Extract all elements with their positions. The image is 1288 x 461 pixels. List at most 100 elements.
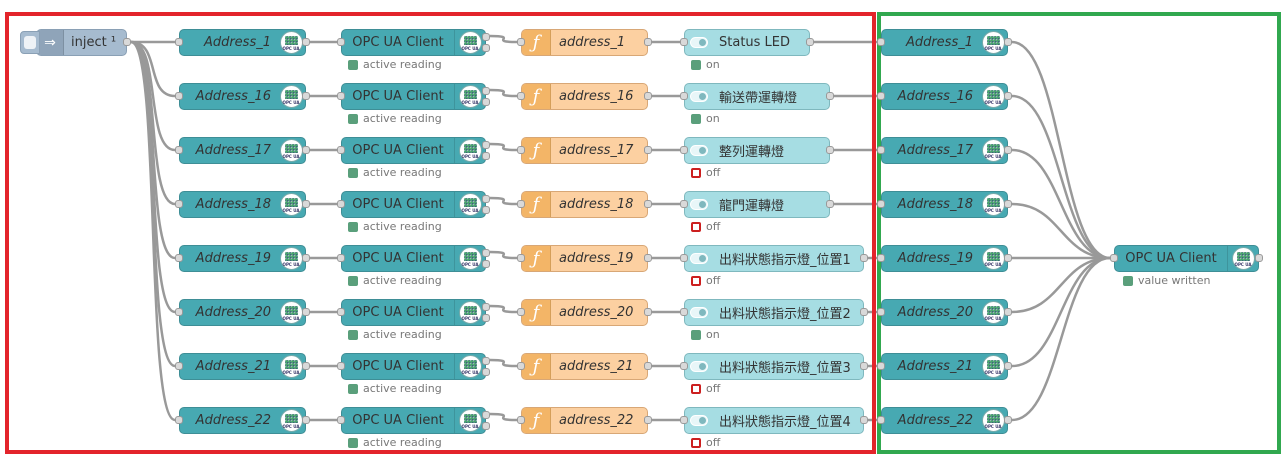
ui-led-node[interactable]: 出料狀態指示燈_位置3 bbox=[680, 353, 868, 380]
address-output-port[interactable] bbox=[302, 146, 310, 154]
writer-input-port[interactable] bbox=[1110, 254, 1118, 262]
address-node[interactable]: Address_1 OPC UA bbox=[175, 29, 310, 56]
client-to-function-wire[interactable] bbox=[489, 34, 518, 44]
write-address-input-port[interactable] bbox=[877, 254, 885, 262]
address-input-port[interactable] bbox=[175, 146, 183, 154]
ui-input-port[interactable] bbox=[680, 416, 688, 424]
ui-output-port[interactable] bbox=[806, 38, 814, 46]
address-node[interactable]: Address_19 OPC UA bbox=[175, 245, 310, 272]
opc-ua-client-read-node[interactable]: OPC UA Client OPC UA bbox=[337, 191, 490, 218]
client-output-port[interactable] bbox=[482, 33, 490, 41]
write-address-output-port[interactable] bbox=[1004, 254, 1012, 262]
function-output-port[interactable] bbox=[644, 38, 652, 46]
writer-output-port[interactable] bbox=[1255, 254, 1263, 262]
client-output-port-2[interactable] bbox=[482, 422, 490, 430]
function-input-port[interactable] bbox=[517, 308, 525, 316]
write-address-input-port[interactable] bbox=[877, 200, 885, 208]
write-address-to-writer-wire[interactable] bbox=[1011, 256, 1111, 422]
function-node[interactable]: ƒ address_20 bbox=[517, 299, 652, 326]
address-node[interactable]: Address_22 OPC UA bbox=[175, 407, 310, 434]
opc-ua-client-writer-node[interactable]: OPC UA Client OPC UA bbox=[1110, 245, 1263, 272]
client-input-port[interactable] bbox=[337, 308, 345, 316]
ui-output-port[interactable] bbox=[826, 200, 834, 208]
function-output-port[interactable] bbox=[644, 254, 652, 262]
address-output-port[interactable] bbox=[302, 38, 310, 46]
opc-ua-client-read-node[interactable]: OPC UA Client OPC UA bbox=[337, 29, 490, 56]
ui-led-node[interactable]: 出料狀態指示燈_位置1 bbox=[680, 245, 868, 272]
inject-output-port[interactable] bbox=[123, 38, 131, 46]
write-address-input-port[interactable] bbox=[877, 362, 885, 370]
address-node[interactable]: Address_21 OPC UA bbox=[175, 353, 310, 380]
client-input-port[interactable] bbox=[337, 362, 345, 370]
address-output-port[interactable] bbox=[302, 416, 310, 424]
function-output-port[interactable] bbox=[644, 416, 652, 424]
address-input-port[interactable] bbox=[175, 38, 183, 46]
client-input-port[interactable] bbox=[337, 254, 345, 262]
client-to-function-wire[interactable] bbox=[489, 250, 518, 260]
write-address-node[interactable]: Address_20 OPC UA bbox=[877, 299, 1012, 326]
write-address-input-port[interactable] bbox=[877, 38, 885, 46]
opc-ua-client-read-node[interactable]: OPC UA Client OPC UA bbox=[337, 353, 490, 380]
address-input-port[interactable] bbox=[175, 308, 183, 316]
inject-to-address-wire[interactable] bbox=[130, 40, 176, 422]
opc-ua-client-read-node[interactable]: OPC UA Client OPC UA bbox=[337, 407, 490, 434]
function-node[interactable]: ƒ address_16 bbox=[517, 83, 652, 110]
write-address-output-port[interactable] bbox=[1004, 38, 1012, 46]
address-input-port[interactable] bbox=[175, 254, 183, 262]
client-input-port[interactable] bbox=[337, 38, 345, 46]
opc-ua-client-read-node[interactable]: OPC UA Client OPC UA bbox=[337, 245, 490, 272]
ui-output-port[interactable] bbox=[860, 362, 868, 370]
function-input-port[interactable] bbox=[517, 92, 525, 100]
client-output-port[interactable] bbox=[482, 141, 490, 149]
opc-ua-client-read-node[interactable]: OPC UA Client OPC UA bbox=[337, 137, 490, 164]
ui-input-port[interactable] bbox=[680, 200, 688, 208]
function-node[interactable]: ƒ address_17 bbox=[517, 137, 652, 164]
write-address-node[interactable]: Address_19 OPC UA bbox=[877, 245, 1012, 272]
address-output-port[interactable] bbox=[302, 92, 310, 100]
function-output-port[interactable] bbox=[644, 308, 652, 316]
client-input-port[interactable] bbox=[337, 200, 345, 208]
address-output-port[interactable] bbox=[302, 362, 310, 370]
function-node[interactable]: ƒ address_1 bbox=[517, 29, 652, 56]
write-address-to-writer-wire[interactable] bbox=[1011, 202, 1111, 260]
write-address-to-writer-wire[interactable] bbox=[1011, 148, 1111, 260]
ui-output-port[interactable] bbox=[860, 254, 868, 262]
write-address-output-port[interactable] bbox=[1004, 92, 1012, 100]
function-input-port[interactable] bbox=[517, 146, 525, 154]
write-address-node[interactable]: Address_22 OPC UA bbox=[877, 407, 1012, 434]
address-input-port[interactable] bbox=[175, 416, 183, 424]
address-input-port[interactable] bbox=[175, 362, 183, 370]
function-node[interactable]: ƒ address_18 bbox=[517, 191, 652, 218]
client-to-function-wire[interactable] bbox=[489, 142, 518, 152]
function-node[interactable]: ƒ address_19 bbox=[517, 245, 652, 272]
address-node[interactable]: Address_17 OPC UA bbox=[175, 137, 310, 164]
ui-output-port[interactable] bbox=[826, 146, 834, 154]
write-address-node[interactable]: Address_1 OPC UA bbox=[877, 29, 1012, 56]
ui-input-port[interactable] bbox=[680, 254, 688, 262]
client-to-function-wire[interactable] bbox=[489, 88, 518, 98]
ui-input-port[interactable] bbox=[680, 362, 688, 370]
function-input-port[interactable] bbox=[517, 416, 525, 424]
opc-ua-client-read-node[interactable]: OPC UA Client OPC UA bbox=[337, 299, 490, 326]
client-output-port-2[interactable] bbox=[482, 206, 490, 214]
write-address-to-writer-wire[interactable] bbox=[1011, 256, 1111, 368]
write-address-input-port[interactable] bbox=[877, 92, 885, 100]
client-output-port[interactable] bbox=[482, 303, 490, 311]
ui-led-node[interactable]: 出料狀態指示燈_位置4 bbox=[680, 407, 868, 434]
write-address-node[interactable]: Address_21 OPC UA bbox=[877, 353, 1012, 380]
write-address-input-port[interactable] bbox=[877, 416, 885, 424]
function-input-port[interactable] bbox=[517, 38, 525, 46]
ui-led-node[interactable]: 輸送帶運轉燈 bbox=[680, 83, 834, 110]
function-input-port[interactable] bbox=[517, 254, 525, 262]
address-input-port[interactable] bbox=[175, 92, 183, 100]
write-address-input-port[interactable] bbox=[877, 146, 885, 154]
write-address-output-port[interactable] bbox=[1004, 308, 1012, 316]
ui-input-port[interactable] bbox=[680, 92, 688, 100]
client-output-port-2[interactable] bbox=[482, 44, 490, 52]
client-input-port[interactable] bbox=[337, 146, 345, 154]
write-address-to-writer-wire[interactable] bbox=[1011, 94, 1111, 260]
client-output-port[interactable] bbox=[482, 357, 490, 365]
function-node[interactable]: ƒ address_22 bbox=[517, 407, 652, 434]
address-node[interactable]: Address_18 OPC UA bbox=[175, 191, 310, 218]
client-output-port-2[interactable] bbox=[482, 314, 490, 322]
